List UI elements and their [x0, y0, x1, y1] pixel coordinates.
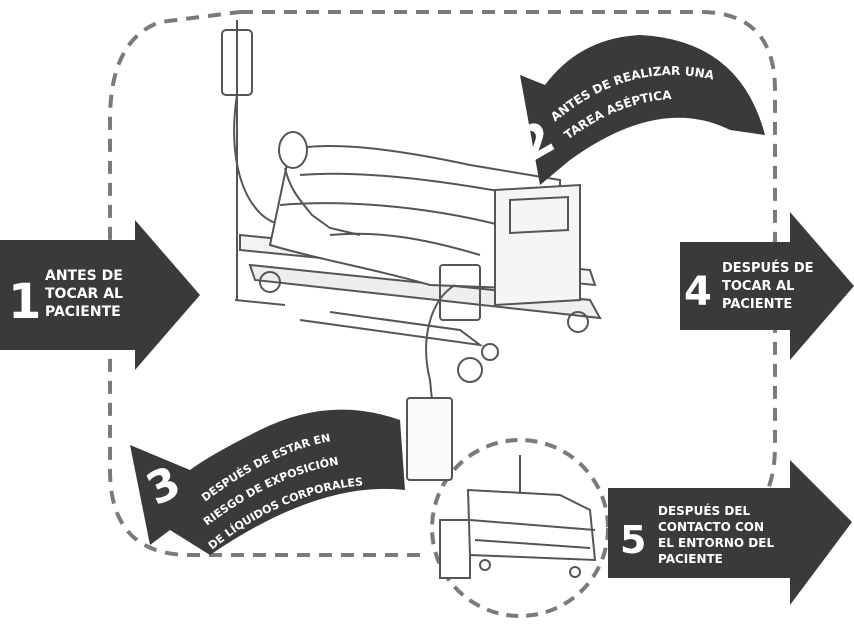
moment-4-arrow: 4 DESPUÉS DE TOCAR AL PACIENTE: [680, 212, 854, 360]
moment-1-arrow: 1 ANTES DE TOCAR AL PACIENTE: [0, 220, 200, 370]
moment-4-line-3: PACIENTE: [722, 297, 792, 312]
moment-3-arrow: 3 DESPUÉS DE ESTAR EN RIESGO DE EXPOSICI…: [130, 410, 405, 555]
moment-4-line-2: TOCAR AL: [722, 279, 794, 294]
moment-1-line-3: PACIENTE: [45, 304, 121, 320]
moment-5-arrow: 5 DESPUÉS DEL CONTACTO CON EL ENTORNO DE…: [608, 460, 852, 605]
moment-5-line-2: CONTACTO CON: [658, 520, 764, 534]
moment-2-arrow: 2 ANTES DE REALIZAR UNA TAREA ASÉPTICA: [509, 35, 765, 185]
moment-5-line-4: PACIENTE: [658, 552, 723, 566]
moment-4-number: 4: [684, 269, 712, 315]
moment-5-number: 5: [620, 518, 646, 562]
moment-1-number: 1: [8, 274, 41, 330]
moment-1-line-2: TOCAR AL: [45, 286, 123, 302]
moment-5-line-1: DESPUÉS DEL: [658, 503, 751, 518]
moment-1-line-1: ANTES DE: [45, 268, 123, 284]
moment-5-line-3: EL ENTORNO DEL: [658, 536, 774, 550]
moment-4-line-1: DESPUÉS DE: [722, 260, 814, 276]
